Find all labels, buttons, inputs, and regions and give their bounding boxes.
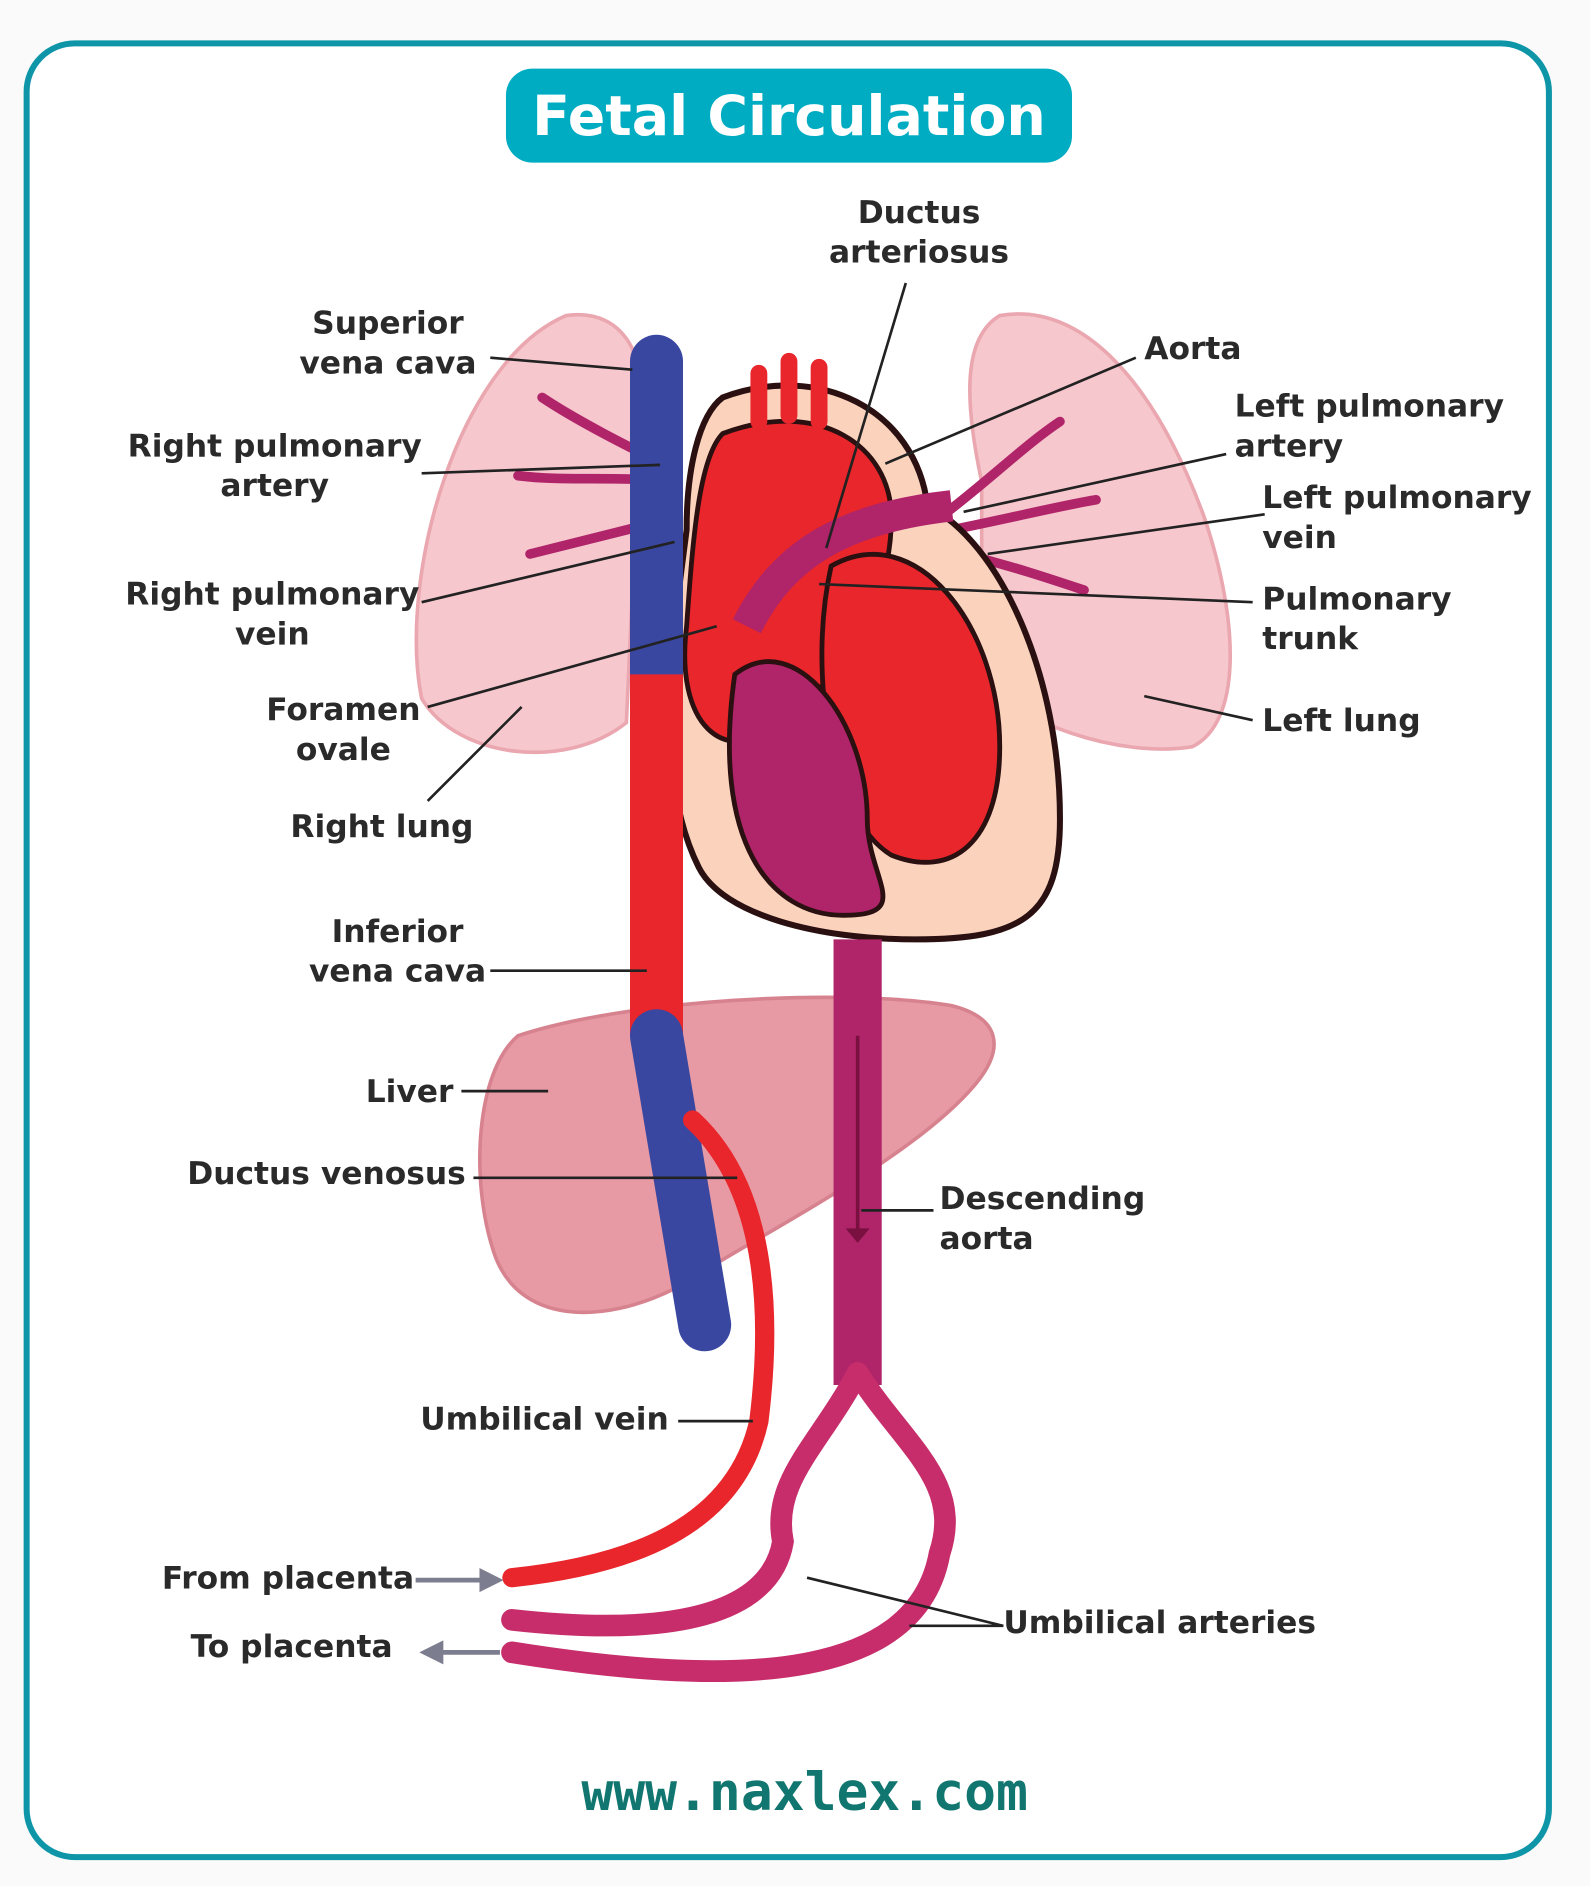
to-placenta-arrow-icon [419,1640,500,1665]
title: Fetal Circulation [532,85,1046,149]
label-foramen-ovale-2: ovale [296,732,391,768]
label-ivc-2: vena cava [309,954,486,990]
label-liver: Liver [366,1074,454,1110]
label-aorta: Aorta [1144,331,1241,367]
label-lpa-1: Left pulmonary [1235,389,1504,425]
ductus-venosus-vein [630,1009,732,1352]
footer-url: www.naxlex.com [581,1762,1028,1823]
label-svc-1: Superior [312,306,464,342]
anatomy-illustration [414,312,1233,1683]
label-ductus-venosus: Ductus venosus [187,1156,466,1192]
leader-lines [421,282,1265,1628]
umbilical-vein-shape [502,1110,775,1588]
label-ductus-arteriosus-1: Ductus [858,195,981,231]
labels: Ductus arteriosus Superior vena cava Rig… [125,195,1531,1665]
label-left-lung: Left lung [1262,703,1420,739]
label-pulmonary-trunk-1: Pulmonary [1262,581,1451,617]
label-ivc-1: Inferior [332,914,464,950]
pulmonary-trunk-shape [732,490,954,634]
left-lung [968,312,1233,751]
label-to-placenta: To placenta [191,1629,393,1665]
label-pulmonary-trunk-2: trunk [1262,621,1359,657]
umbilical-artery-right [501,1362,956,1683]
label-lpv-2: vein [1262,520,1337,556]
label-descending-aorta-1: Descending [940,1181,1146,1217]
from-placenta-arrow-icon [415,1568,504,1593]
label-umbilical-arteries: Umbilical arteries [1003,1605,1316,1641]
umbilical-artery-left [501,1362,869,1637]
label-rpa-2: artery [220,468,329,504]
label-ductus-arteriosus-2: arteriosus [829,235,1009,271]
label-descending-aorta-2: aorta [940,1221,1034,1257]
label-rpa-1: Right pulmonary [128,428,422,464]
label-umbilical-vein: Umbilical vein [420,1402,669,1438]
label-svc-2: vena cava [299,345,476,381]
label-lpa-2: artery [1235,428,1344,464]
label-from-placenta: From placenta [162,1561,414,1597]
title-pill: Fetal Circulation [505,68,1072,163]
label-rpv-2: vein [235,616,310,652]
label-lpv-1: Left pulmonary [1262,480,1531,516]
label-rpv-1: Right pulmonary [125,577,419,613]
label-right-lung: Right lung [290,809,473,845]
label-foramen-ovale-1: Foramen [266,692,420,728]
